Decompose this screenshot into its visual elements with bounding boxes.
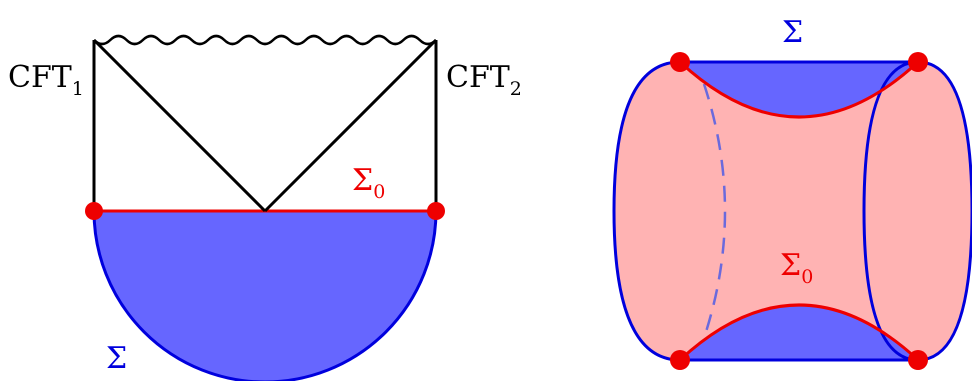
bottom-sigma0-curve [678, 303, 920, 362]
singularity-wavy-line [93, 34, 437, 46]
right-outer-edge [917, 60, 972, 362]
left-sigma0-label: Σ0 [352, 163, 385, 203]
top-left-dot [670, 52, 690, 72]
right-inner-edge [862, 60, 919, 362]
left-euclidean-half-disk [92, 209, 438, 381]
cylinder-body [614, 62, 972, 360]
top-right-dot [908, 52, 928, 72]
bottom-right-dot [908, 350, 928, 370]
hidden-back-edge [702, 83, 727, 339]
right-euclidean-geometry: Σ Σ0 [612, 15, 972, 370]
right-sigma-label: Σ [782, 15, 803, 50]
right-endpoint-dot [427, 202, 445, 220]
top-sigma0-curve [678, 60, 920, 119]
left-penrose-diagram: CFT1 CFT2 Σ0 Σ [8, 34, 522, 381]
left-endpoint-dot [85, 202, 103, 220]
left-outer-edge [612, 60, 681, 362]
horizon-right [263, 38, 438, 213]
left-sigma-label: Σ [106, 341, 127, 376]
cft2-label: CFT2 [446, 60, 522, 100]
bottom-left-dot [670, 350, 690, 370]
horizon-left [92, 38, 267, 213]
right-sigma0-label: Σ0 [780, 248, 813, 288]
cft1-label: CFT1 [8, 60, 84, 100]
